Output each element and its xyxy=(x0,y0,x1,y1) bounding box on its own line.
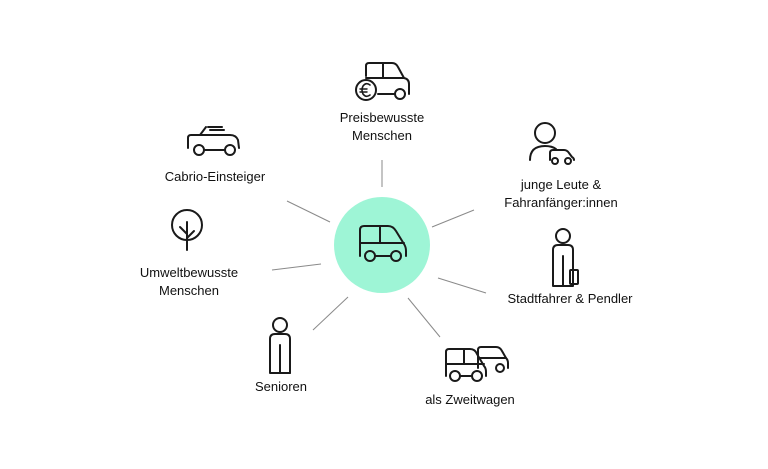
spoke-stadtfahrer xyxy=(437,277,487,294)
label-preisbewusste: Preisbewusste Menschen xyxy=(339,110,425,143)
label-zweitwagen: als Zweitwagen xyxy=(425,392,515,407)
car-euro-icon xyxy=(355,62,410,101)
person-cane-icon xyxy=(269,317,291,374)
convertible-icon xyxy=(187,126,240,156)
tree-icon xyxy=(171,209,203,251)
spoke-junge-leute xyxy=(431,209,475,228)
spoke-umweltbewusste xyxy=(271,263,322,271)
label-stadtfahrer: Stadtfahrer & Pendler xyxy=(507,291,633,306)
label-junge-leute: junge Leute & Fahranfänger:innen xyxy=(504,177,618,210)
person-car-icon xyxy=(529,122,575,165)
center-circle xyxy=(334,197,430,293)
spoke-zweitwagen xyxy=(407,297,441,338)
two-cars-icon xyxy=(445,346,509,382)
person-briefcase-icon xyxy=(552,228,579,287)
spoke-senioren xyxy=(312,296,349,331)
spoke-cabrio xyxy=(286,200,331,223)
label-cabrio: Cabrio-Einsteiger xyxy=(164,169,266,184)
label-senioren: Senioren xyxy=(254,379,308,394)
car-icon xyxy=(359,225,407,262)
label-umweltbewusste: Umweltbewusste Menschen xyxy=(139,265,239,298)
